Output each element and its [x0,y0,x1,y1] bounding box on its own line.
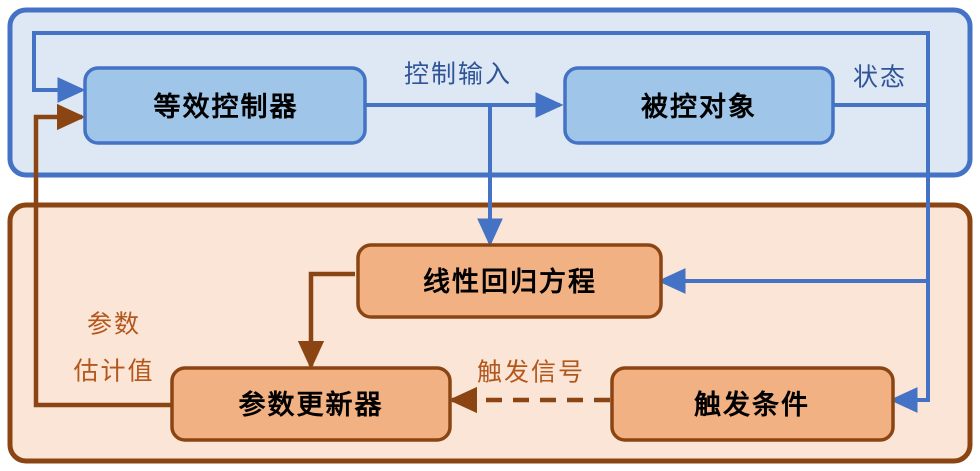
node-parameter-updater-box[interactable] [170,366,452,442]
node-equivalent-controller[interactable]: 等效控制器 [83,66,367,145]
node-controlled-plant-box[interactable] [563,66,835,145]
edge-label-parameter-estimate-line1: 参数 [87,311,141,339]
edge-label-parameter-estimate-line2: 估计值 [73,358,154,386]
node-controlled-plant-label: 被控对象 [641,91,757,122]
node-trigger-condition-label: 触发条件 [694,389,810,420]
node-parameter-updater[interactable]: 参数更新器 [170,366,452,442]
node-parameter-updater-label: 参数更新器 [239,389,384,420]
edge-label-trigger-signal: 触发信号 [477,359,585,387]
node-trigger-condition-box[interactable] [610,366,895,442]
wire-regression-to-updater [297,271,355,370]
node-equivalent-controller-box[interactable] [83,66,367,145]
edge-label-state: 状态 [853,64,907,92]
wire-state-feedback [32,31,930,107]
node-trigger-condition[interactable]: 触发条件 [610,366,895,442]
wire-parameter-estimate [33,103,172,408]
wire-state-to-trigger [889,281,930,413]
node-linear-regression-equation[interactable]: 线性回归方程 [356,243,663,319]
node-linear-regression-equation-box[interactable] [356,243,663,319]
node-equivalent-controller-label: 等效控制器 [154,91,299,122]
edge-label-control-input: 控制输入 [404,61,512,89]
node-linear-regression-equation-label: 线性回归方程 [423,266,597,297]
node-controlled-plant[interactable]: 被控对象 [563,66,835,145]
